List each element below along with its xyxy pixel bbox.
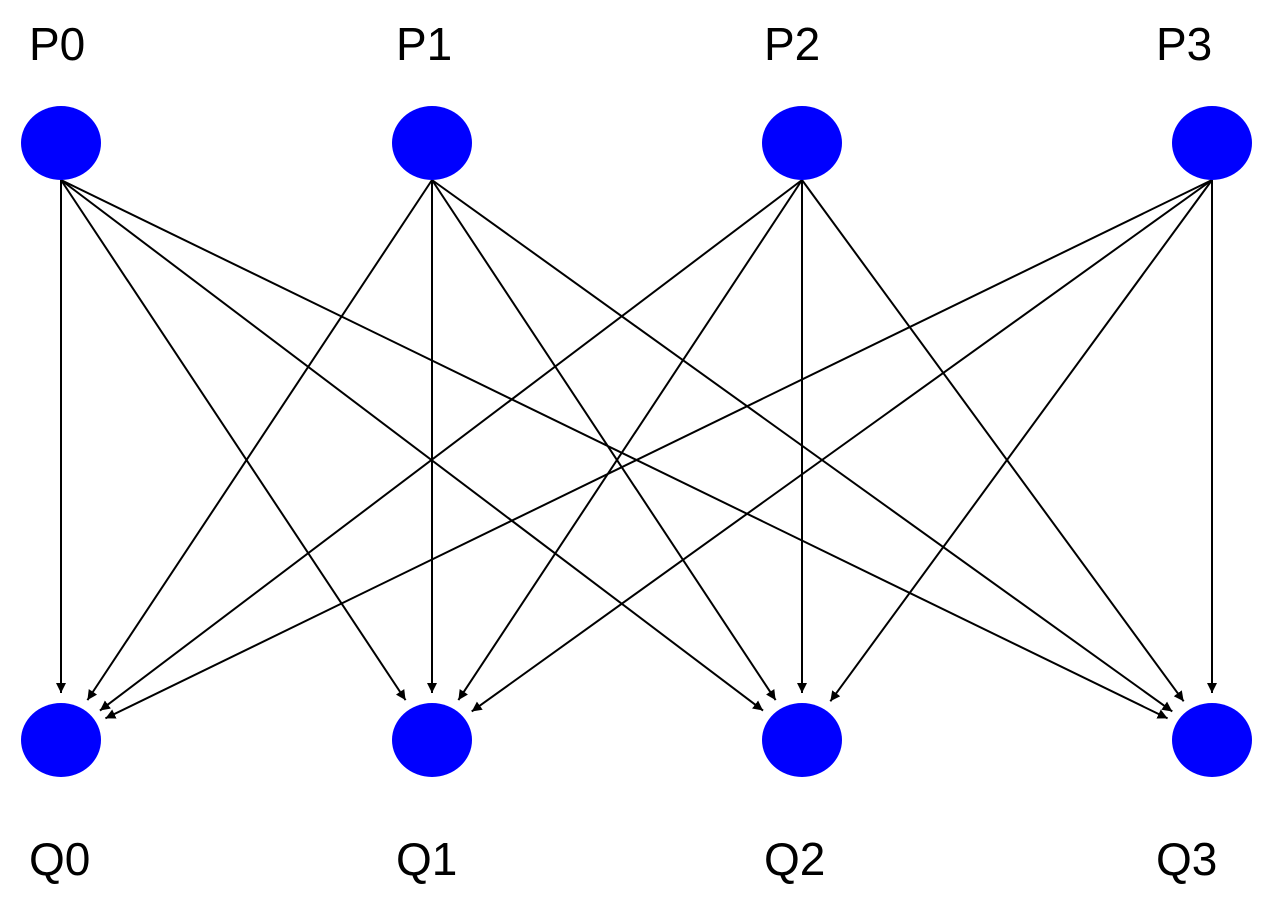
edge-p2-to-q0 [99,179,803,712]
nodes-layer [21,106,1252,777]
edge-p0-to-q2 [60,179,764,712]
edge-p3-to-q2 [829,179,1213,702]
edge-p0-to-q3 [60,179,1169,720]
node-q0 [21,703,101,777]
edge-p1-to-q0 [86,179,433,701]
node-q2 [762,703,842,777]
edge-p3-to-q0 [104,179,1213,720]
node-label-p3: P3 [1156,18,1212,70]
edge-p0-to-q1 [60,179,407,701]
edge-p1-to-q2 [431,179,777,701]
edges-layer [56,179,1217,720]
node-label-p0: P0 [29,18,85,70]
node-p2 [762,106,842,180]
node-label-q3: Q3 [1156,833,1217,885]
node-label-p2: P2 [764,18,820,70]
node-label-q1: Q1 [396,833,457,885]
node-p0 [21,106,101,180]
node-label-q2: Q2 [764,833,825,885]
node-label-q0: Q0 [29,833,90,885]
node-p1 [392,106,472,180]
node-p3 [1172,106,1252,180]
node-label-p1: P1 [396,18,452,70]
node-q3 [1172,703,1252,777]
edge-p2-to-q1 [457,179,803,701]
edge-p3-to-q1 [471,179,1213,713]
edge-p2-to-q3 [801,179,1185,702]
node-q1 [392,703,472,777]
